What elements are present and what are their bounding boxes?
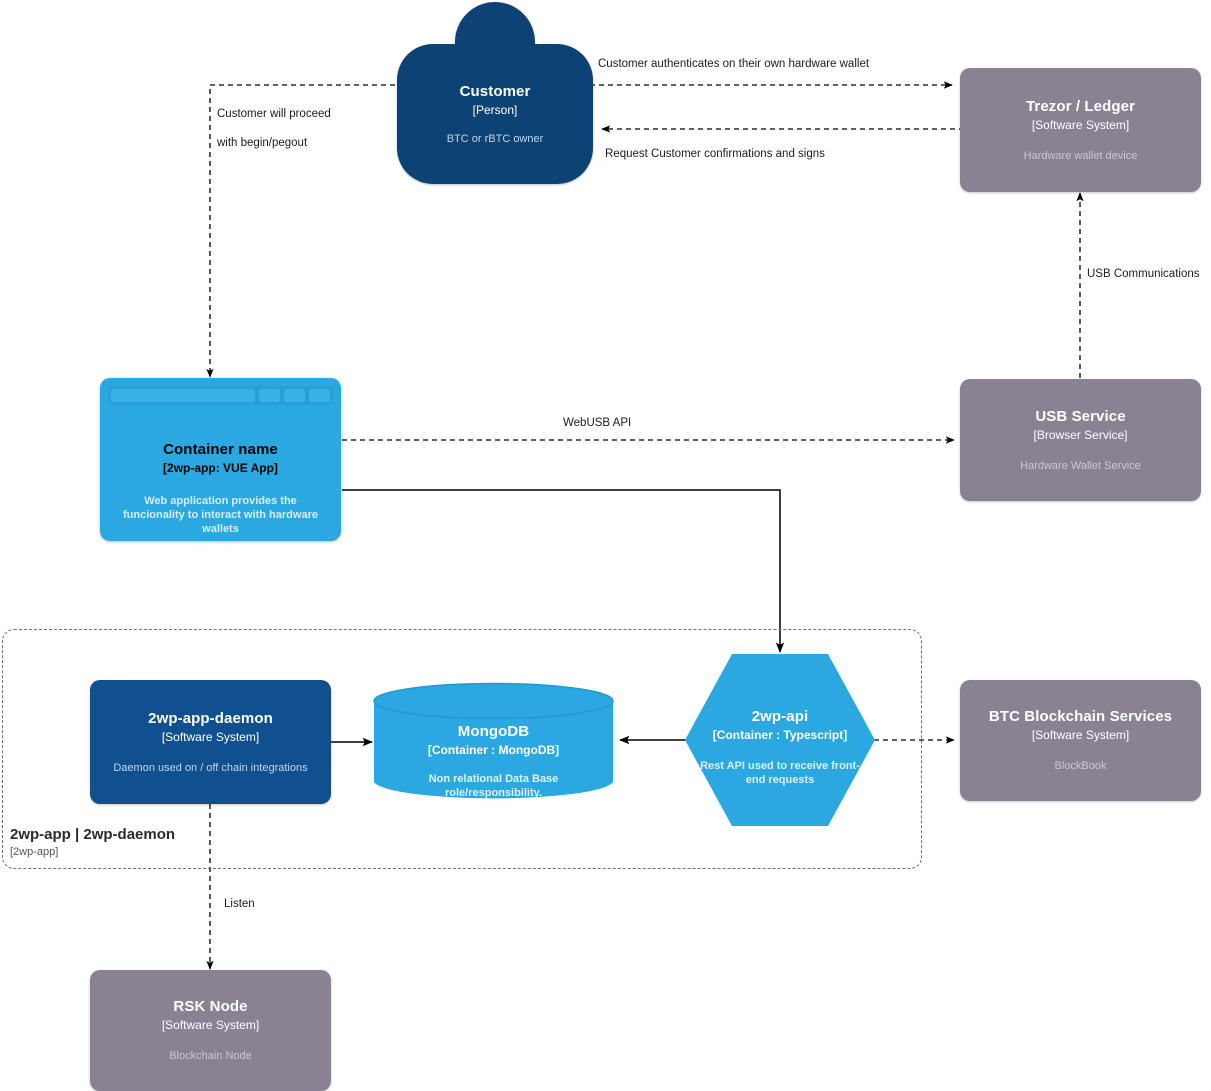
node-rsk-node-desc: Blockchain Node xyxy=(169,1050,252,1062)
edge-label-wallet-to-customer: Request Customer confirmations and signs xyxy=(605,148,825,160)
node-2wp-app-daemon-tech: [Software System] xyxy=(161,729,260,744)
node-customer-desc: BTC or rBTC owner xyxy=(446,132,544,145)
node-rsk-node-title: RSK Node xyxy=(173,998,248,1015)
node-vue-app[interactable]: Container name [2wp-app: VUE App] Web ap… xyxy=(100,378,341,541)
database-cylinder-icon xyxy=(373,682,614,799)
node-2wp-api[interactable]: 2wp-api [Container : Typescript] Rest AP… xyxy=(684,653,876,827)
edge-customer-to-vue-app xyxy=(206,84,404,378)
browser-button-icon[interactable] xyxy=(309,389,330,402)
browser-button-icon[interactable] xyxy=(284,389,305,402)
node-customer[interactable]: Customer [Person] BTC or rBTC owner xyxy=(397,2,593,184)
boundary-tech: [2wp-app] xyxy=(10,846,59,858)
node-trezor-ledger-title: Trezor / Ledger xyxy=(1025,97,1136,115)
node-vue-app-tech: [2wp-app: VUE App] xyxy=(163,461,278,475)
node-rsk-node-tech: [Software System] xyxy=(161,1018,260,1032)
node-trezor-ledger[interactable]: Trezor / Ledger [Software System] Hardwa… xyxy=(960,68,1201,192)
person-body: Customer [Person] BTC or rBTC owner xyxy=(397,44,593,184)
node-mongodb-tech: [Container : MongoDB] xyxy=(427,743,560,757)
edge-label-customer-to-wallet: Customer authenticates on their own hard… xyxy=(598,58,870,70)
node-mongodb[interactable]: MongoDB [Container : MongoDB] Non relati… xyxy=(373,682,614,800)
edge-label-webusb-api: WebUSB API xyxy=(563,417,632,429)
node-usb-service-desc: Hardware Wallet Service xyxy=(1020,459,1141,472)
node-2wp-app-daemon-desc: Daemon used on / off chain integrations xyxy=(113,761,308,774)
boundary-2wp-app xyxy=(2,629,922,869)
node-btc-blockchain-services-title: BTC Blockchain Services xyxy=(988,708,1173,725)
node-usb-service-title: USB Service xyxy=(1035,407,1126,425)
node-2wp-api-tech: [Container : Typescript] xyxy=(712,728,848,742)
node-2wp-app-daemon[interactable]: 2wp-app-daemon [Software System] Daemon … xyxy=(90,680,331,804)
browser-urlbar-icon xyxy=(111,389,255,402)
node-mongodb-title: MongoDB xyxy=(457,723,530,740)
browser-button-icon[interactable] xyxy=(259,389,280,402)
node-mongodb-text: MongoDB [Container : MongoDB] Non relati… xyxy=(373,723,614,800)
hexagon-shape-icon xyxy=(685,654,875,826)
boundary-title: 2wp-app | 2wp-daemon xyxy=(10,826,176,843)
node-btc-blockchain-services-tech: [Software System] xyxy=(1031,728,1130,742)
node-mongodb-desc: Non relational Data Base role/responsibi… xyxy=(428,773,559,799)
node-customer-tech: [Person] xyxy=(472,102,518,117)
edge-label-customer-to-app-line1: Customer will proceed xyxy=(217,108,331,120)
edge-vue-app-to-api xyxy=(342,489,785,654)
boundary-label: 2wp-app | 2wp-daemon [2wp-app] xyxy=(10,826,310,859)
node-2wp-app-daemon-title: 2wp-app-daemon xyxy=(148,709,273,727)
edge-label-listen: Listen xyxy=(224,898,255,910)
browser-viewport: Container name [2wp-app: VUE App] Web ap… xyxy=(108,411,333,535)
browser-chrome xyxy=(108,386,333,405)
node-vue-app-title: Container name xyxy=(163,441,278,458)
edge-label-usb-communications: USB Communications xyxy=(1087,268,1200,280)
node-2wp-api-desc: Rest API used to receive front-end reque… xyxy=(700,760,860,786)
node-trezor-ledger-tech: [Software System] xyxy=(1031,117,1130,132)
node-vue-app-desc: Web application provides the funcionalit… xyxy=(123,495,318,535)
edge-label-customer-to-app-line2: with begin/pegout xyxy=(217,137,308,149)
node-2wp-api-title: 2wp-api xyxy=(751,708,809,725)
node-trezor-ledger-desc: Hardware wallet device xyxy=(1023,149,1138,162)
node-rsk-node[interactable]: RSK Node [Software System] Blockchain No… xyxy=(90,970,331,1091)
node-2wp-api-text: 2wp-api [Container : Typescript] Rest AP… xyxy=(684,708,876,787)
node-usb-service[interactable]: USB Service [Browser Service] Hardware W… xyxy=(960,379,1201,501)
node-btc-blockchain-services-desc: BlockBook xyxy=(1054,760,1107,772)
node-customer-title: Customer xyxy=(459,82,531,100)
node-btc-blockchain-services[interactable]: BTC Blockchain Services [Software System… xyxy=(960,680,1201,801)
node-usb-service-tech: [Browser Service] xyxy=(1033,427,1128,442)
